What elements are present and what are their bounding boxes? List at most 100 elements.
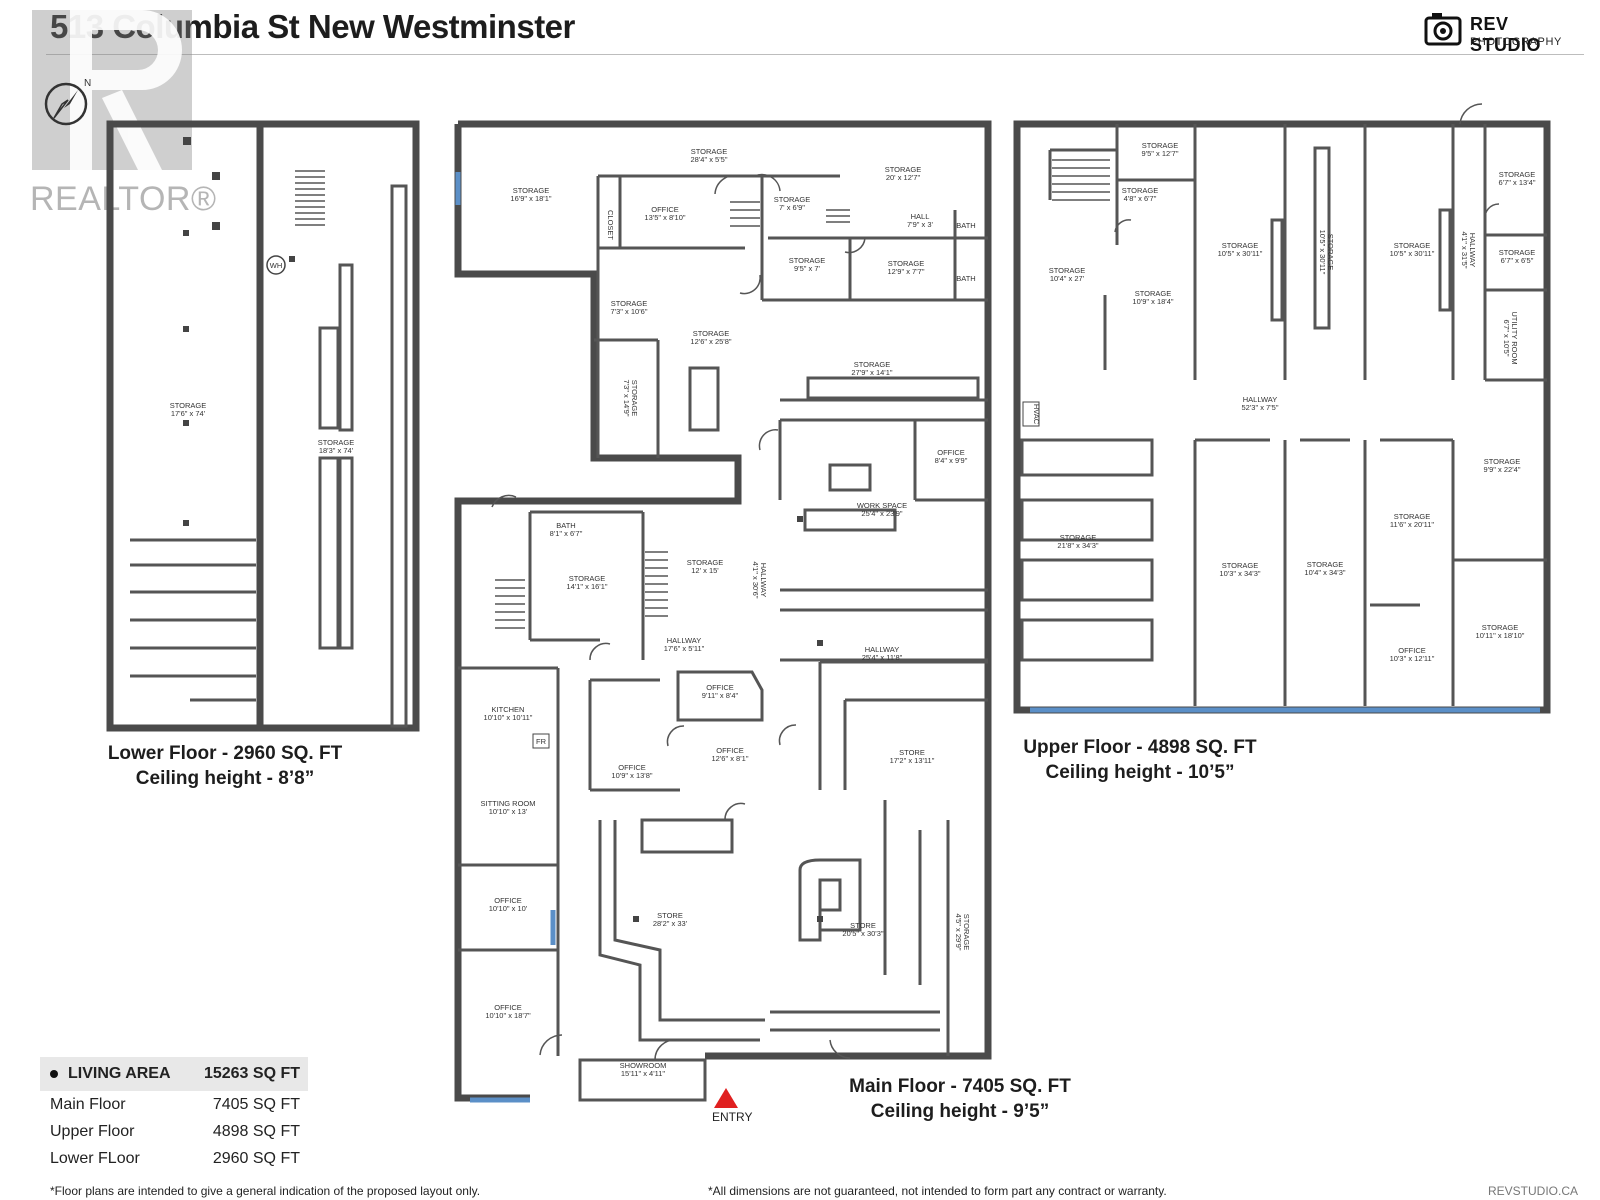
room-dim: 10'9" x 18'4" xyxy=(1132,297,1173,306)
svg-text:HALLWAY4'1" x 30'6": HALLWAY4'1" x 30'6" xyxy=(751,562,768,599)
room-dim: 4'5" x 29'9" xyxy=(954,914,963,951)
room-dim: 12' x 15' xyxy=(691,566,719,575)
entry-label: ENTRY xyxy=(712,1110,753,1124)
room-name: STORAGE xyxy=(854,360,891,369)
lower-floor-ceiling: Ceiling height - 8’8” xyxy=(135,768,315,789)
room-name: HALLWAY xyxy=(1468,233,1477,267)
svg-text:STORAGE7'3" x 14'9": STORAGE7'3" x 14'9" xyxy=(622,380,639,417)
room-name: STORAGE xyxy=(318,438,355,447)
room-dim: 10'11" x 18'10" xyxy=(1476,631,1525,640)
area-row-label: Lower FLoor xyxy=(50,1149,140,1167)
room-name: WH xyxy=(270,261,283,270)
room-dim: 9'5" x 7' xyxy=(794,264,821,273)
room-dim: 10'5" x 30'11" xyxy=(1390,249,1435,258)
room-name: CLOSET xyxy=(606,210,615,240)
room-dim: 10'10" x 10'11" xyxy=(484,713,533,722)
room-name: STORAGE xyxy=(1394,512,1431,521)
room-name: HALLWAY xyxy=(759,563,768,597)
room-name: STORAGE xyxy=(1482,623,1519,632)
room-dim: 10'9" x 13'8" xyxy=(611,771,652,780)
svg-text:STORAGE10'5" x 30'11": STORAGE10'5" x 30'11" xyxy=(1318,230,1335,275)
room-dim: 10'3" x 34'3" xyxy=(1219,569,1260,578)
room-name: STORAGE xyxy=(1326,234,1335,271)
living-area-label: LIVING AREA xyxy=(68,1065,171,1082)
room-dim: 8'4" x 9'9" xyxy=(935,456,968,465)
main-floor-caption: Main Floor - 7405 SQ. FT Ceiling height … xyxy=(845,1074,1075,1124)
header-divider xyxy=(46,54,1584,55)
room-name: BATH xyxy=(556,521,575,530)
svg-text:HALLWAY4'1" x 31'5": HALLWAY4'1" x 31'5" xyxy=(1460,232,1477,269)
compass-icon: N xyxy=(44,78,91,126)
room-dim: 14'1" x 16'1" xyxy=(566,582,607,591)
room-name: STORAGE xyxy=(1122,186,1159,195)
room-dim: 15'11" x 4'11" xyxy=(621,1069,666,1078)
room-name: STORAGE xyxy=(1394,241,1431,250)
living-area-table: LIVING AREA 15263 SQ FT Main Floor 7405 … xyxy=(40,1057,308,1172)
area-row: Main Floor 7405 SQ FT xyxy=(40,1091,308,1118)
room-dim: 12'6" x 25'8" xyxy=(690,337,731,346)
room-name: STORAGE xyxy=(1307,560,1344,569)
room-dim: 7'9" x 3' xyxy=(907,220,934,229)
room-name: HALLWAY xyxy=(865,645,899,654)
room-dim: 10'4" x 34'3" xyxy=(1304,568,1345,577)
room-dim: 12'9" x 7'7" xyxy=(888,267,925,276)
room-name: OFFICE xyxy=(937,448,965,457)
camera-icon xyxy=(1424,13,1462,46)
room-dim: 9'11" x 8'4" xyxy=(702,691,739,700)
upper-floor-caption: Upper Floor - 4898 SQ. FT Ceiling height… xyxy=(1015,735,1265,785)
lower-floor-area: Lower Floor - 2960 SQ. FT xyxy=(107,743,343,764)
room-name: STORAGE xyxy=(1135,289,1172,298)
upper-floor-outline xyxy=(1013,120,1551,714)
room-name: HALLWAY xyxy=(667,636,701,645)
room-name: STORAGE xyxy=(1499,248,1536,257)
room-dim: 13'5" x 8'10" xyxy=(644,213,685,222)
room-name: STORE xyxy=(657,911,683,920)
upper-floor-area: Upper Floor - 4898 SQ. FT xyxy=(1023,737,1257,758)
room-dim: 28'2" x 33' xyxy=(653,919,688,928)
room-name: OFFICE xyxy=(706,683,734,692)
room-name: STORAGE xyxy=(888,259,925,268)
room-name: BATH xyxy=(956,274,975,283)
room-name: HVAC xyxy=(1032,404,1041,425)
room-dim: 10'3" x 12'11" xyxy=(1390,654,1435,663)
room-dim: 28'4" x 5'5" xyxy=(691,155,728,164)
main-floor-ceiling: Ceiling height - 9’5” xyxy=(870,1101,1050,1122)
room-dim: 4'1" x 31'5" xyxy=(1460,232,1469,269)
room-dim: 7'3" x 14'9" xyxy=(622,380,631,417)
room-name: STORAGE xyxy=(885,165,922,174)
footer-disclaimer-dimensions: *All dimensions are not guaranteed, not … xyxy=(708,1184,1167,1198)
room-dim: 27'9" x 14'1" xyxy=(851,368,892,377)
room-name: STORAGE xyxy=(170,401,207,410)
room-dim: 7' x 6'9" xyxy=(779,203,805,212)
room-name: STORAGE xyxy=(789,256,826,265)
area-row-value: 2960 SQ FT xyxy=(212,1149,300,1167)
room-name: STORAGE xyxy=(1484,457,1521,466)
room-name: STORAGE xyxy=(630,380,639,417)
svg-text:STORAGE10'5" x 30'11": STORAGE10'5" x 30'11" xyxy=(1218,241,1263,258)
room-dim: 10'5" x 30'11" xyxy=(1218,249,1263,258)
lower-floor-caption: Lower Floor - 2960 SQ. FT Ceiling height… xyxy=(100,741,350,791)
realtor-watermark-text: REALTOR® xyxy=(30,180,217,218)
room-name: HALL xyxy=(911,212,930,221)
room-dim: 6'7" x 6'5" xyxy=(1501,256,1534,265)
svg-text:STORAGE10'4" x 27': STORAGE10'4" x 27' xyxy=(1049,266,1086,283)
upper-floor-ceiling: Ceiling height - 10’5” xyxy=(1045,762,1235,783)
